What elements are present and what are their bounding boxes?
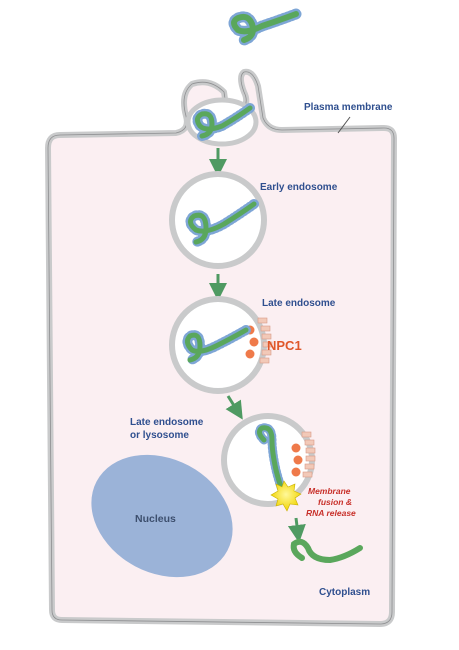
early-endosome-label: Early endosome — [260, 182, 338, 193]
npc1-ball — [293, 455, 303, 465]
npc1-label: NPC1 — [267, 338, 302, 353]
npc1-ball — [291, 467, 301, 477]
virus-early-endosome — [185, 199, 259, 247]
virus-free — [228, 8, 302, 46]
virus-uptake — [192, 103, 255, 141]
fusion-label-line3: RNA release — [306, 508, 356, 518]
nucleus-label: Nucleus — [135, 513, 176, 525]
fusion-label-line2: fusion & — [318, 497, 352, 507]
plasma-membrane-label: Plasma membrane — [304, 102, 393, 113]
released-rna — [290, 538, 363, 564]
npc1-ball — [249, 337, 259, 347]
lysosome-label-line1: Late endosome — [130, 417, 204, 428]
cytoplasm-label: Cytoplasm — [319, 587, 370, 598]
nucleus — [91, 454, 233, 578]
virus-late-endosome — [182, 325, 251, 365]
npc1-ball — [245, 349, 255, 359]
npc1-ball — [291, 443, 301, 453]
fusion-label-line1: Membrane — [308, 486, 351, 496]
fusion-burst-icon — [270, 480, 302, 512]
plasma-membrane-leader — [337, 116, 351, 134]
late-endosome-label: Late endosome — [262, 298, 336, 309]
arrow-to-cytoplasm — [287, 517, 306, 543]
lysosome-label-line2: or lysosome — [130, 430, 189, 441]
virus-lysosome — [254, 423, 289, 499]
arrow-to-lysosome — [225, 395, 243, 420]
npc1-receptors-lysosome — [301, 431, 316, 478]
npc1-receptors — [257, 317, 273, 364]
